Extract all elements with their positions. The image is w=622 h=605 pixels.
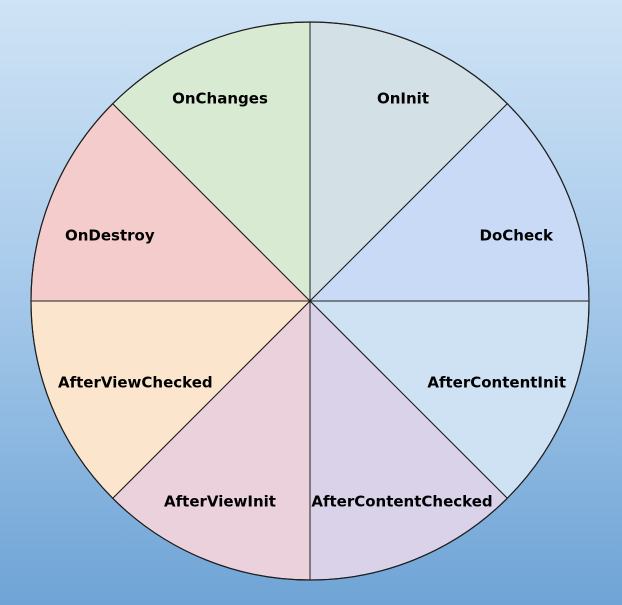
wheel-sectors (30, 21, 590, 581)
segment-label-onchanges: OnChanges (172, 90, 268, 108)
segment-label-aftercontentchecked: AfterContentChecked (311, 493, 492, 511)
segment-label-afterviewinit: AfterViewInit (164, 493, 276, 511)
segment-label-aftercontentinit: AfterContentInit (427, 374, 566, 392)
segment-label-oninit: OnInit (377, 90, 429, 108)
segment-label-ondestroy: OnDestroy (65, 227, 155, 245)
wheel-outline (30, 21, 590, 581)
segment-label-afterviewchecked: AfterViewChecked (58, 374, 213, 392)
wheel-labels: OnInit DoCheck AfterContentInit AfterCon… (58, 90, 566, 511)
segment-label-docheck: DoCheck (480, 227, 555, 245)
